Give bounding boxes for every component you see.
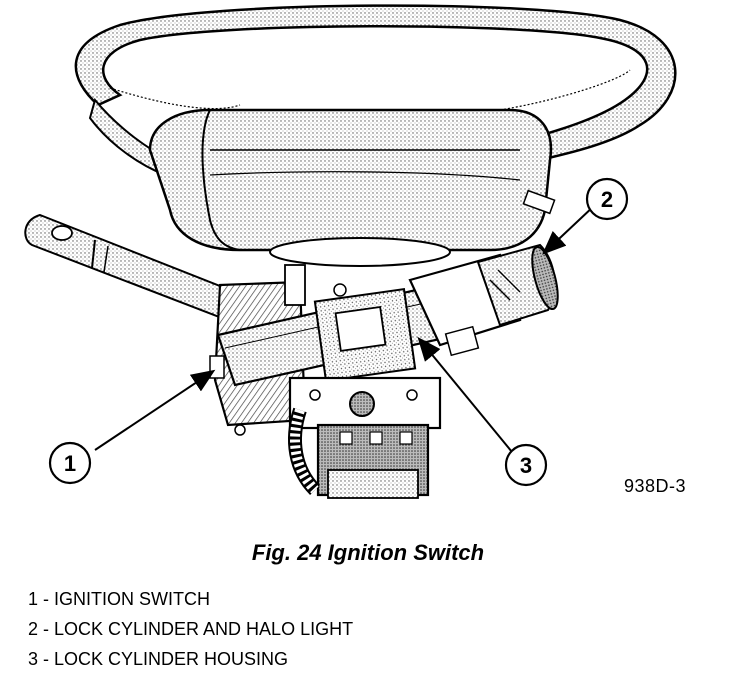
legend-item: 3 - LOCK CYLINDER HOUSING: [28, 649, 289, 669]
wire-harness: [288, 407, 321, 495]
turn-signal-stalk: [24, 213, 232, 320]
legend-item: 1 - IGNITION SWITCH: [28, 589, 210, 609]
figure-caption: Fig. 24 Ignition Switch: [251, 540, 485, 565]
svg-text:1: 1: [64, 451, 76, 476]
mounting-bracket: [288, 376, 442, 499]
figure-code: 938D-3: [624, 476, 687, 496]
legend-item: 2 - LOCK CYLINDER AND HALO LIGHT: [28, 619, 354, 639]
steering-hub: [148, 108, 556, 252]
column-collar: [269, 237, 451, 267]
svg-text:2: 2: [601, 187, 613, 212]
lock-cylinder-housing: [284, 264, 417, 383]
callout-1-leader: [94, 369, 216, 451]
callout-2-leader: [542, 204, 596, 255]
ignition-switch-illustration: 1 2 3: [24, 4, 677, 499]
callout-1: 1: [48, 441, 92, 485]
callout-2: 2: [585, 177, 629, 221]
callout-3-leader: [417, 336, 513, 453]
lock-cylinder-halo-light: [408, 243, 559, 357]
legend-list: 1 - IGNITION SWITCH 2 - LOCK CYLINDER AN…: [28, 584, 353, 674]
svg-text:3: 3: [520, 453, 532, 478]
callout-3: 3: [504, 443, 548, 487]
